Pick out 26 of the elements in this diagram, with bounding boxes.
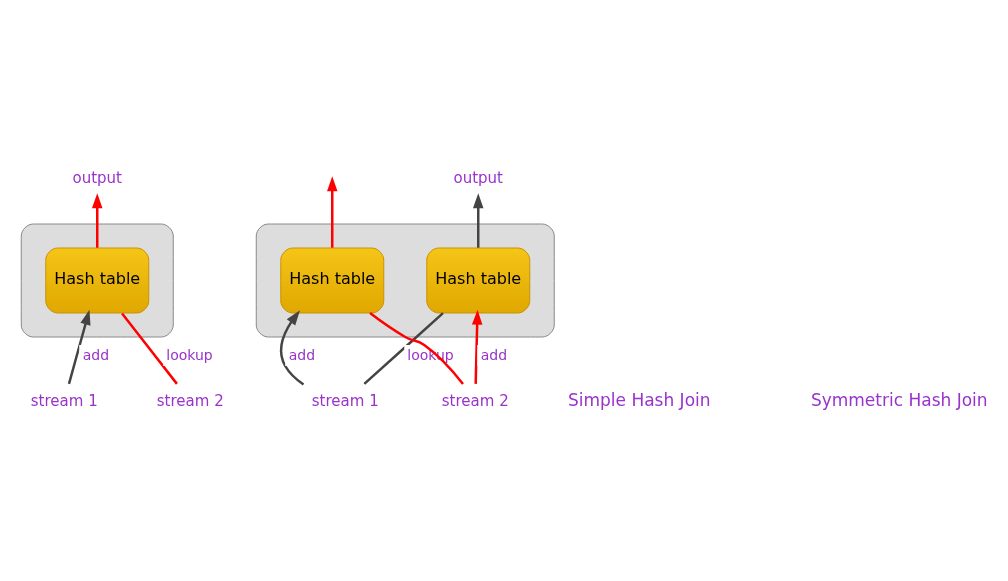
edge-label: add	[288, 346, 316, 363]
arrow	[279, 310, 305, 386]
node-box: Hash table	[426, 247, 531, 314]
connector	[369, 312, 464, 385]
node-box: Hash table	[45, 247, 150, 314]
node-text: stream 2	[156, 391, 224, 410]
arrow	[327, 176, 338, 248]
cluster	[20, 223, 174, 338]
arrow	[92, 193, 103, 248]
label: Symmetric Hash Join	[810, 390, 988, 411]
arrow	[471, 309, 483, 384]
connector	[121, 312, 178, 385]
node-text: output	[72, 168, 122, 187]
label: Simple Hash Join	[567, 390, 711, 411]
node-text: stream 1	[30, 391, 98, 410]
connector	[363, 312, 444, 385]
node-text: output	[453, 168, 503, 187]
edge-label: add	[82, 346, 110, 363]
node-text: stream 1	[311, 391, 379, 410]
node-box: Hash table	[280, 247, 385, 314]
cluster	[255, 223, 555, 338]
edge-label: add	[480, 346, 508, 363]
arrow	[473, 193, 484, 248]
edge-label: lookup	[166, 346, 213, 363]
arrow	[67, 309, 91, 385]
node-text: stream 2	[441, 391, 509, 410]
